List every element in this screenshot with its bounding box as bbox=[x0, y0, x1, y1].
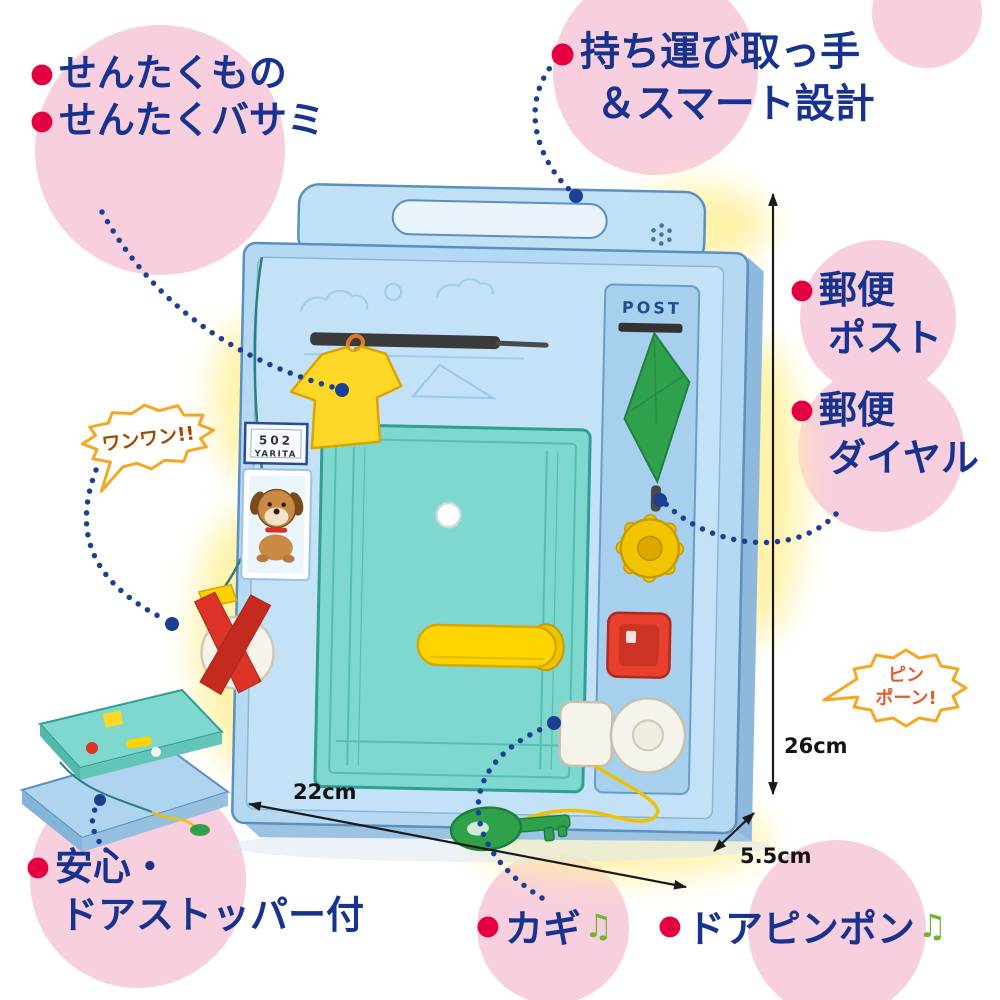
label-laundry: ●せんたくもの ●せんたくバサミ bbox=[30, 50, 325, 144]
pink-blob bbox=[553, 0, 758, 175]
label-mail-dial-line2: ダイヤル bbox=[828, 436, 979, 480]
clothesline-rope bbox=[213, 256, 264, 602]
nameplate: 502 YARITA bbox=[243, 421, 309, 466]
door-handle-lever bbox=[416, 623, 565, 672]
label-key-text: カギ bbox=[504, 907, 581, 951]
label-door-bell-text: ドアピンポン bbox=[686, 907, 915, 951]
mail-envelope bbox=[623, 331, 691, 485]
label-mail-post-line2: ポスト bbox=[828, 316, 943, 360]
label-carry-line1: 持ち運び取っ手 bbox=[580, 29, 861, 75]
doorbell-button bbox=[606, 611, 672, 679]
nameplate-name: YARITA bbox=[253, 449, 297, 460]
laundry-shirt bbox=[289, 333, 403, 450]
peephole bbox=[435, 501, 462, 529]
music-note-icon: ♫ bbox=[917, 906, 947, 945]
depth-arrow bbox=[713, 812, 755, 852]
folded-toy-inset bbox=[19, 688, 231, 852]
door bbox=[313, 423, 592, 794]
label-carry-line2: ＆スマート設計 bbox=[596, 81, 875, 127]
red-bullet-icon: ● bbox=[26, 851, 50, 882]
red-bullet-icon: ● bbox=[790, 394, 814, 425]
toy: 502 YARITA bbox=[193, 183, 764, 852]
dog-picture bbox=[240, 467, 313, 582]
label-mail-post-line1: 郵便 bbox=[818, 268, 895, 312]
width-dimension-label: 22cm bbox=[293, 780, 357, 804]
red-bullet-icon: ● bbox=[790, 274, 814, 305]
label-mail-dial: ●郵便 ダイヤル bbox=[790, 386, 979, 482]
label-mail-dial-line1: 郵便 bbox=[818, 388, 895, 432]
label-door-bell: ●ドアピンポン♫ bbox=[658, 898, 947, 953]
mail-dial bbox=[615, 514, 685, 583]
music-note-icon: ♫ bbox=[583, 906, 613, 945]
nameplate-number: 502 bbox=[259, 433, 293, 448]
pink-blob bbox=[748, 840, 926, 1000]
bell-sound-line1: ピン bbox=[888, 665, 924, 686]
height-dimension-label: 26cm bbox=[784, 734, 848, 758]
bell-sound-line2: ポーン! bbox=[875, 688, 937, 709]
speaker-holes bbox=[651, 223, 672, 246]
bell-sound-text: ピン ポーン! bbox=[856, 664, 956, 710]
red-bullet-icon: ● bbox=[30, 105, 54, 136]
label-door-stopper-line1: 安心・ bbox=[54, 845, 169, 889]
label-mail-post: ●郵便 ポスト bbox=[790, 266, 942, 362]
red-bullet-icon: ● bbox=[658, 910, 682, 941]
post-sign: POST bbox=[622, 298, 682, 318]
depth-dimension-label: 5.5cm bbox=[740, 844, 812, 868]
connector-endpoint-dots bbox=[94, 189, 667, 806]
label-laundry-line1: せんたくもの bbox=[58, 51, 287, 95]
width-arrow bbox=[247, 801, 688, 890]
carry-handle bbox=[297, 183, 707, 266]
speech-bubble-dog bbox=[80, 403, 216, 493]
callout-connectors bbox=[83, 57, 839, 901]
door-lock bbox=[558, 697, 687, 774]
dimension-arrows bbox=[247, 192, 778, 890]
label-door-stopper-line2: ドアストッパー付 bbox=[60, 893, 365, 937]
pink-blob bbox=[35, 25, 285, 275]
label-carry-handle: ●持ち運び取っ手 ＆スマート設計 bbox=[550, 26, 875, 130]
label-door-stopper: ●安心・ ドアストッパー付 bbox=[26, 843, 364, 939]
pink-blob bbox=[798, 366, 964, 532]
red-bullet-icon: ● bbox=[476, 910, 500, 941]
red-bullet-icon: ● bbox=[550, 35, 576, 69]
label-key: ●カギ♫ bbox=[476, 898, 613, 953]
red-bullet-icon: ● bbox=[30, 58, 54, 89]
clothespin bbox=[193, 583, 275, 696]
mail-unit: POST bbox=[593, 283, 701, 796]
label-laundry-line2: せんたくバサミ bbox=[58, 98, 325, 142]
speech-bubble-bell bbox=[822, 648, 968, 728]
